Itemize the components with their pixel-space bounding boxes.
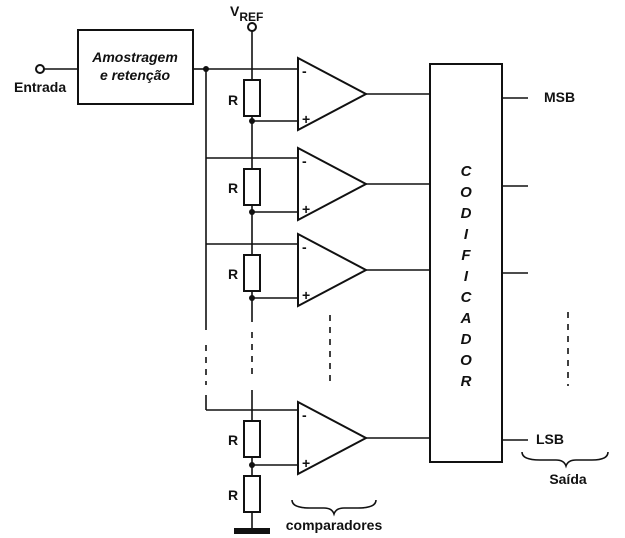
resistor-4-label: R: [228, 432, 238, 448]
encoder-letter: C: [461, 289, 473, 306]
comparators-label: comparadores: [286, 517, 383, 533]
comparators-brace: [291, 499, 377, 517]
sample-hold-label-line2: e retenção: [100, 67, 170, 83]
encoder-letter: I: [464, 268, 469, 285]
vref-label: VREF: [230, 3, 263, 24]
comparator-4-minus: -: [302, 407, 307, 423]
msb-label: MSB: [544, 89, 575, 105]
encoder-letter: R: [461, 373, 472, 390]
comparator-1: [297, 56, 369, 132]
resistor-5: [243, 475, 261, 513]
input-terminal: [35, 64, 45, 74]
sample-hold-label-line1: Amostragem: [91, 49, 178, 65]
resistor-3: [243, 254, 261, 292]
sample-hold-box: [77, 29, 194, 105]
resistor-2-label: R: [228, 180, 238, 196]
comparator-4: [297, 400, 369, 476]
encoder-letter: I: [464, 226, 469, 243]
resistor-1-label: R: [228, 92, 238, 108]
encoder-letter: C: [461, 163, 473, 180]
output-brace: [521, 451, 609, 469]
resistor-3-label: R: [228, 266, 238, 282]
comparator-4-plus: +: [302, 455, 310, 471]
encoder-block: [429, 63, 503, 463]
encoder-letter: A: [460, 310, 472, 327]
encoder-letter: O: [460, 184, 472, 201]
comparator-1-minus: -: [302, 63, 307, 79]
comparator-1-plus: +: [302, 111, 310, 127]
resistor-1: [243, 79, 261, 117]
resistor-2: [243, 168, 261, 206]
encoder-letter: D: [461, 205, 472, 222]
input-label: Entrada: [14, 79, 66, 95]
ground-icon: [234, 528, 270, 534]
comparator-3-minus: -: [302, 239, 307, 255]
comparator-2: [297, 146, 369, 222]
encoder-letter: O: [460, 352, 472, 369]
comparator-3-plus: +: [302, 287, 310, 303]
encoder-letter: D: [461, 331, 472, 348]
resistor-5-label: R: [228, 487, 238, 503]
encoder-letter: F: [461, 247, 471, 264]
comparator-2-minus: -: [302, 153, 307, 169]
lsb-label: LSB: [536, 431, 564, 447]
comparator-3: [297, 232, 369, 308]
output-label: Saída: [549, 471, 587, 487]
resistor-4: [243, 420, 261, 458]
comparator-2-plus: +: [302, 201, 310, 217]
vref-terminal: [247, 22, 257, 32]
